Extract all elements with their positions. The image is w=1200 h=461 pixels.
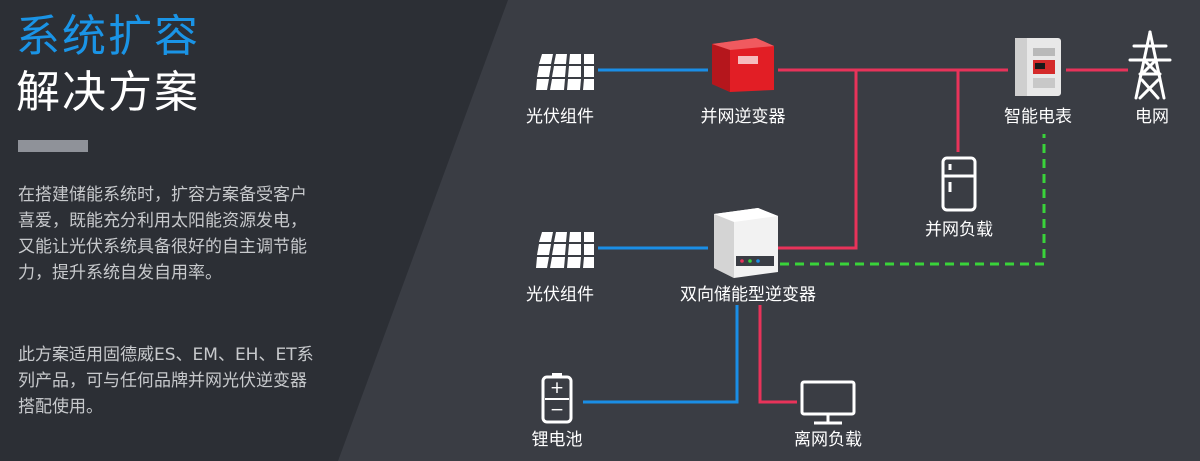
label-smart-meter: 智能电表 — [1004, 107, 1072, 127]
label-pv-bottom: 光伏组件 — [526, 285, 594, 305]
pylon-icon — [1128, 30, 1172, 100]
ac-line-hybrid — [778, 70, 858, 250]
description-paragraph-1: 在搭建储能系统时，扩容方案备受客户喜爱，既能充分利用太阳能资源发电，又能让光伏系… — [18, 185, 307, 283]
smart-meter-icon — [1015, 38, 1061, 96]
dc-line-battery — [583, 305, 739, 404]
monitor-icon — [800, 380, 856, 425]
title-divider — [18, 140, 88, 152]
page-title-line1: 系统扩容 — [16, 11, 200, 62]
label-battery: 锂电池 — [531, 430, 583, 450]
solar-panel-icon — [536, 54, 594, 90]
label-hybrid-inverter: 双向储能型逆变器 — [680, 285, 816, 305]
left-panel — [0, 0, 508, 461]
battery-icon: + − — [541, 372, 573, 424]
label-grid-inverter: 并网逆变器 — [700, 107, 786, 127]
comm-line-meter — [780, 134, 1046, 266]
label-pv-top: 光伏组件 — [526, 107, 594, 127]
fridge-icon — [941, 156, 977, 212]
label-grid: 电网 — [1135, 107, 1169, 127]
hybrid-inverter-icon — [714, 208, 778, 278]
solar-panel-icon — [536, 232, 594, 268]
label-offgrid-load: 离网负载 — [794, 430, 862, 450]
battery-plus-symbol: + — [549, 378, 565, 398]
ac-line-offgrid — [758, 305, 797, 404]
page-title-line2: 解决方案 — [16, 67, 200, 118]
description-paragraph-2: 此方案适用固德威ES、EM、EH、ET系列产品，可与任何品牌并网光伏逆变器搭配使… — [18, 345, 314, 417]
label-grid-load: 并网负载 — [925, 220, 993, 240]
grid-inverter-icon — [712, 38, 774, 92]
battery-minus-symbol: − — [549, 400, 565, 420]
